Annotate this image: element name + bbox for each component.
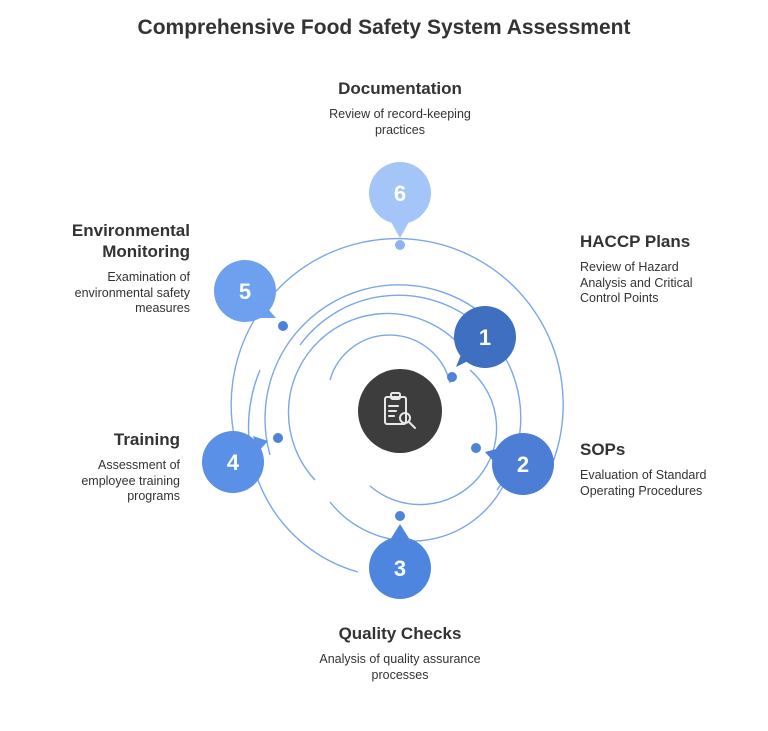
step-6-connector-dot (395, 240, 405, 250)
step-3-heading: Quality Checks (338, 624, 462, 643)
step-3-connector-dot (395, 511, 405, 521)
step-2-number: 2 (517, 452, 529, 477)
step-6-heading: Documentation (338, 79, 462, 98)
step-4-heading: Training (113, 430, 180, 449)
step-3-description: Analysis of quality assurance processes (319, 652, 481, 682)
step-1-label: HACCP Plans Review of Hazard Analysis an… (580, 231, 740, 307)
step-2-heading: SOPs (580, 440, 626, 459)
step-4-label: Training Assessment of employee training… (40, 429, 180, 505)
step-3-label: Quality Checks Analysis of quality assur… (300, 623, 500, 683)
ring-arc-7 (369, 369, 498, 506)
step-1-bubble: 1 (454, 306, 516, 368)
step-5-heading: Environmental Monitoring (71, 221, 190, 261)
step-1-heading: HACCP Plans (580, 232, 691, 251)
step-4-description: Assessment of employee training programs (81, 458, 180, 503)
step-1-description: Review of Hazard Analysis and Critical C… (580, 260, 693, 305)
step-6-number: 6 (394, 181, 406, 206)
step-4-connector-dot (273, 433, 283, 443)
step-5-connector-dot (278, 321, 288, 331)
ring-arc-outer (230, 237, 564, 475)
ring-arc-5 (329, 469, 511, 542)
step-1-number: 1 (479, 325, 491, 350)
step-2-connector-dot (471, 443, 481, 453)
step-4-bubble: 4 (202, 431, 268, 493)
step-3-number: 3 (394, 556, 406, 581)
ring-arc-3 (264, 284, 486, 456)
ring-arc-6 (287, 312, 461, 481)
step-1-connector-dot (447, 372, 457, 382)
step-5-label: Environmental Monitoring Examination of … (40, 220, 190, 317)
step-3-bubble: 3 (369, 524, 431, 599)
ring-arc-8 (329, 334, 451, 384)
diagram-title: Comprehensive Food Safety System Assessm… (137, 16, 631, 39)
step-4-number: 4 (227, 450, 240, 475)
step-5-bubble: 5 (214, 260, 276, 322)
ring-arc-2 (247, 369, 359, 573)
clipboard-search-icon (384, 392, 416, 429)
step-5-number: 5 (239, 279, 251, 304)
step-6-bubble: 6 (369, 162, 431, 238)
step-6-description: Review of record-keeping practices (329, 107, 471, 137)
step-2-description: Evaluation of Standard Operating Procedu… (580, 468, 707, 498)
step-2-label: SOPs Evaluation of Standard Operating Pr… (580, 439, 750, 499)
step-6-label: Documentation Review of record-keeping p… (300, 78, 500, 138)
step-5-description: Examination of environmental safety meas… (74, 270, 190, 315)
step-2-bubble: 2 (485, 433, 554, 495)
center-hub (358, 369, 442, 453)
